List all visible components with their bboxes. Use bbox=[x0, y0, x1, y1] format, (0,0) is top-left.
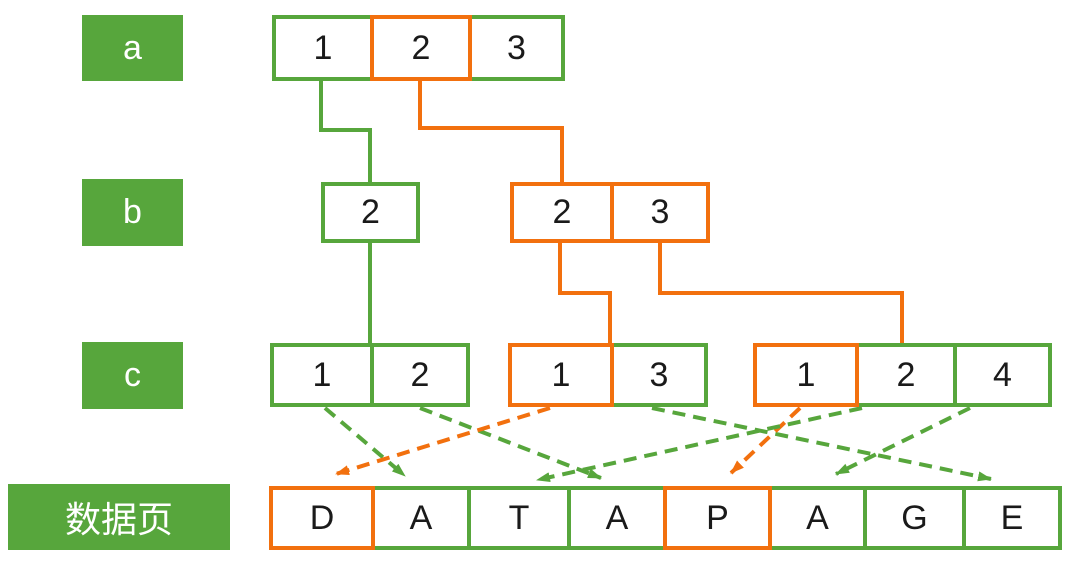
data-cell-A2: A bbox=[371, 486, 471, 550]
data-cell-G: G bbox=[863, 486, 966, 550]
a-page1-cell-3: 3 bbox=[468, 15, 565, 81]
c-page2-cell-1-highlighted: 1 bbox=[508, 343, 614, 407]
b-page2-cell-2-highlighted: 3 bbox=[610, 182, 710, 243]
edge-c-page2-cell1-to-data-D bbox=[335, 406, 551, 476]
edge-c-page3-cell1-to-data-P bbox=[729, 406, 802, 475]
level-label-c: c bbox=[82, 342, 183, 409]
data-page-label: 数据页 bbox=[8, 484, 230, 550]
c-page1-cell-2: 2 bbox=[370, 343, 470, 407]
edge-c-page1-cell2-to-data-A4 bbox=[419, 406, 602, 480]
c-page2-cell-2: 3 bbox=[610, 343, 708, 407]
edge-b-page2-cell2-to-c-page2 bbox=[558, 243, 612, 344]
edge-b-page2-cell3-to-c-page3 bbox=[658, 243, 904, 344]
data-cell-A6: A bbox=[768, 486, 867, 550]
data-cell-D-highlighted: D bbox=[269, 486, 375, 550]
data-cell-T: T bbox=[467, 486, 571, 550]
edge-c-page1-cell1-to-data-A2 bbox=[323, 406, 407, 478]
b-page2-cell-1-highlighted: 2 bbox=[510, 182, 614, 243]
edge-a1-to-b-page1 bbox=[319, 81, 372, 183]
level-label-b: b bbox=[82, 179, 183, 246]
a-page1-cell-2-highlighted: 2 bbox=[370, 15, 472, 81]
c-page3-cell-3: 4 bbox=[953, 343, 1052, 407]
level-label-a: a bbox=[82, 15, 183, 81]
edge-c-page3-cell4-to-data-A6 bbox=[835, 406, 971, 476]
data-cell-A4: A bbox=[567, 486, 667, 550]
data-cell-P-highlighted: P bbox=[663, 486, 772, 550]
edge-c-page3-cell2-to-data-T bbox=[536, 406, 863, 483]
edge-a2-to-b-page2 bbox=[418, 81, 564, 183]
data-cell-E: E bbox=[962, 486, 1062, 550]
b-page1-cell-1: 2 bbox=[321, 182, 420, 243]
edge-c-page2-cell3-to-data-E bbox=[651, 406, 992, 482]
c-page3-cell-1-highlighted: 1 bbox=[753, 343, 859, 407]
c-page3-cell-2: 2 bbox=[855, 343, 957, 407]
c-page1-cell-1: 1 bbox=[270, 343, 374, 407]
a-page1-cell-1: 1 bbox=[272, 15, 374, 81]
